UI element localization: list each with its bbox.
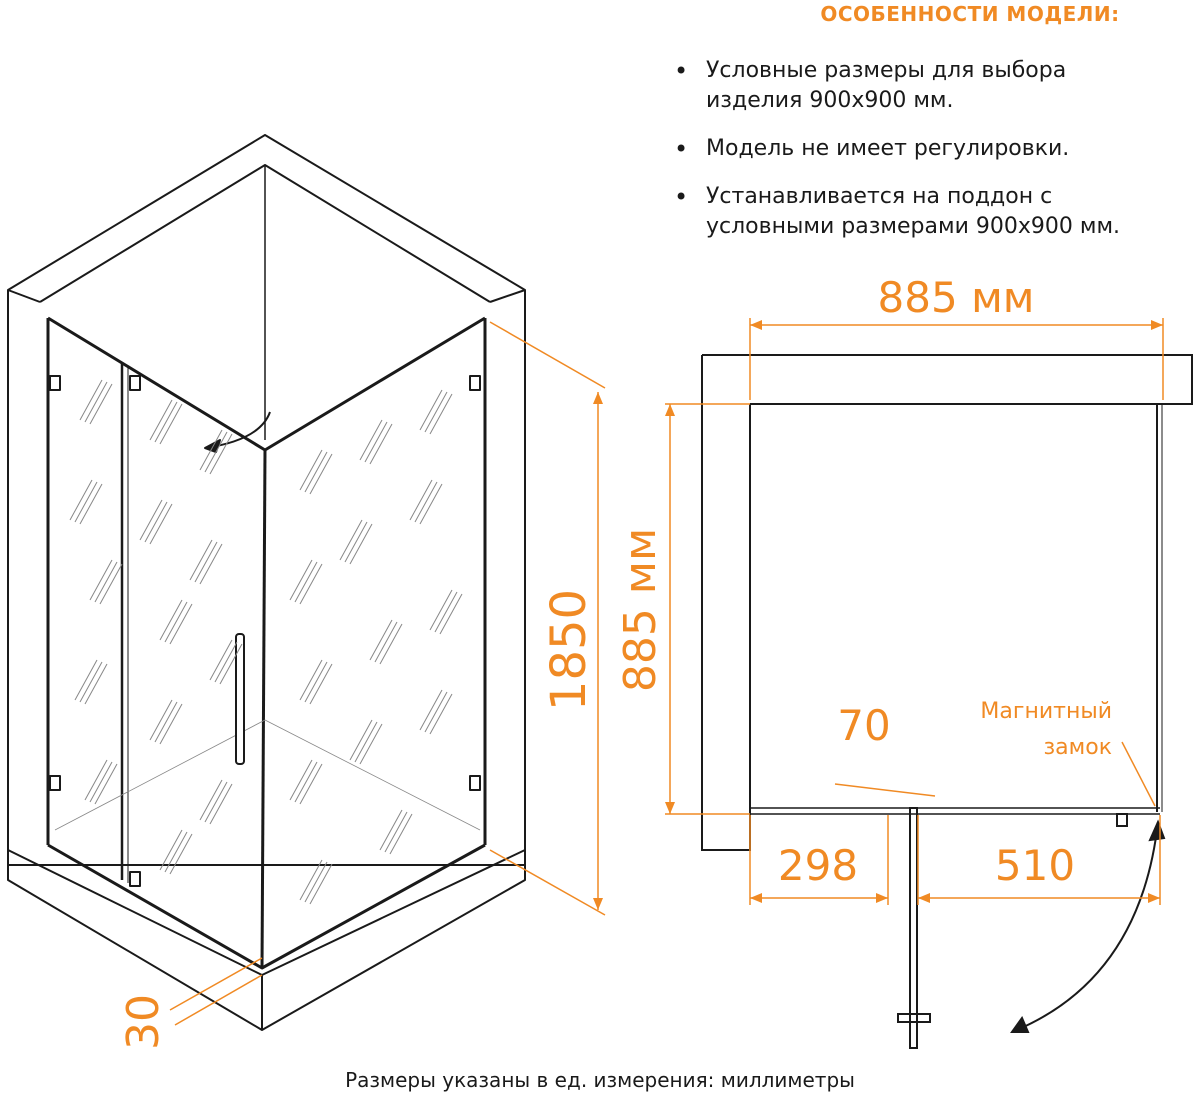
hinge [129,375,141,391]
features-list: Условные размеры для выбора изделия 900х… [670,56,1190,242]
door-dimension-line [834,783,936,797]
hinge [469,375,481,391]
depth-label: 885 мм [615,528,666,692]
hinge [469,775,481,791]
width-label: 885 мм [878,273,1035,322]
height-label: 1850 [541,589,597,711]
cabin-frame-bottom [47,843,486,970]
wall-outline [7,134,526,866]
right-offset-label: 510 [995,841,1075,890]
plan-top-wall [702,354,1193,405]
features-title: ОСОБЕННОСТИ МОДЕЛИ: [820,2,1120,26]
plan-door-swing-arc [1011,821,1159,1033]
feature-item: Условные размеры для выбора изделия 900х… [670,56,1190,116]
door-handle [235,633,245,765]
perspective-drawing: 1850 30 [7,134,606,1050]
feature-line: Устанавливается на поддон с [706,184,1053,209]
lock-label-line2: замок [1043,735,1112,760]
plan-open-door [909,807,918,1049]
left-offset-label: 298 [778,841,858,890]
hinge [49,375,61,391]
cabin-corner-post [260,449,267,969]
feature-line: изделия 900х900 мм. [706,88,954,113]
feature-line: Условные размеры для выбора [706,58,1067,83]
hinge [129,871,141,887]
tray-height-label: 30 [118,994,169,1050]
units-footnote: Размеры указаны в ед. измерения: миллиме… [345,1068,855,1092]
plan-drawing: 885 мм 885 мм 70 298 510 Магнитный замок [615,273,1193,1049]
magnetic-lock [1116,813,1128,827]
lock-leader-line [1121,741,1156,807]
hinge [49,775,61,791]
feature-line: Модель не имеет регулировки. [706,136,1070,161]
lock-label-line1: Магнитный [980,699,1112,724]
door-width-label: 70 [837,701,890,750]
feature-item: Модель не имеет регулировки. [670,134,1190,164]
plan-left-wall [701,355,751,851]
feature-item: Устанавливается на поддон с условными ра… [670,182,1190,242]
features-panel: ОСОБЕННОСТИ МОДЕЛИ: Условные размеры для… [670,0,1190,260]
shower-tray [7,849,526,976]
cabin-frame-top [47,316,486,452]
feature-line: условными размерами 900х900 мм. [706,214,1121,239]
